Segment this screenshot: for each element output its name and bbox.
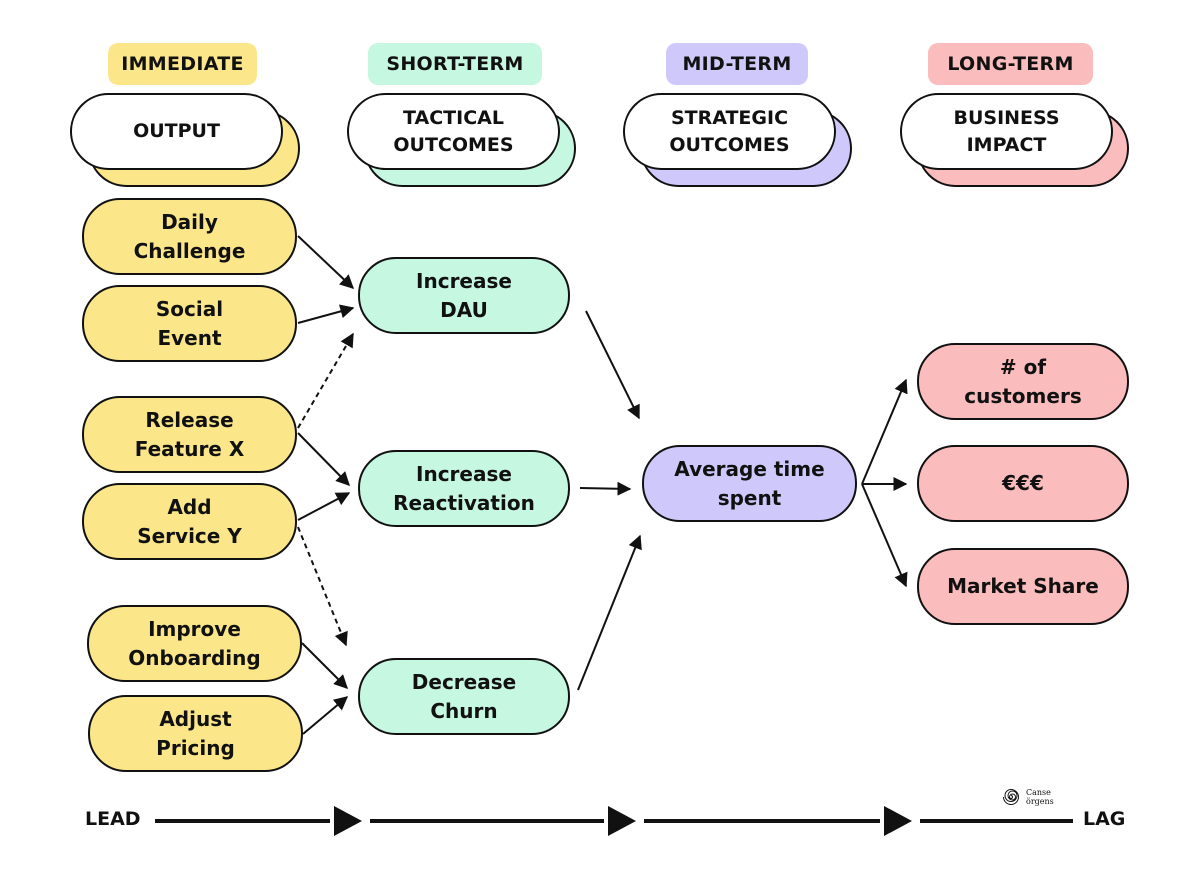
node-decrease-churn: Decrease Churn <box>358 658 570 735</box>
edge-churn-to-avg <box>577 534 642 691</box>
node-social-event: Social Event <box>82 285 297 362</box>
edge-service-to-reactivation <box>297 492 351 521</box>
edge-service-to-churn <box>297 526 348 647</box>
node-market-share: Market Share <box>917 548 1129 625</box>
edge-avg-to-market-share <box>861 483 908 588</box>
edge-avg-to-customers <box>861 378 908 485</box>
edge-daily-to-dau <box>297 235 355 289</box>
edge-dau-to-avg <box>585 310 640 420</box>
logo-text: Canse örgens <box>1026 788 1054 806</box>
header-impact: BUSINESS IMPACT <box>900 93 1113 170</box>
tag-short-term: SHORT-TERM <box>368 43 542 85</box>
node-revenue: €€€ <box>917 445 1129 522</box>
node-adjust-pricing: Adjust Pricing <box>88 695 303 772</box>
brand-logo: Canse örgens <box>1000 782 1080 812</box>
tag-long-term: LONG-TERM <box>928 43 1093 85</box>
timeline-end-label: LAG <box>1083 808 1126 830</box>
node-add-service-y: Add Service Y <box>82 483 297 560</box>
spiral-icon <box>1003 788 1019 805</box>
edge-social-to-dau <box>297 304 355 324</box>
edge-pricing-to-churn <box>302 696 349 735</box>
tag-mid-term: MID-TERM <box>666 43 808 85</box>
edge-release-to-dau <box>297 332 354 429</box>
node-number-of-customers: # of customers <box>917 343 1129 420</box>
node-daily-challenge: Daily Challenge <box>82 198 297 275</box>
header-output: OUTPUT <box>70 93 283 170</box>
header-strategic: STRATEGIC OUTCOMES <box>623 93 836 170</box>
timeline-start-label: LEAD <box>85 808 141 830</box>
edge-reactivation-to-avg <box>579 481 632 496</box>
node-improve-onboarding: Improve Onboarding <box>87 605 302 682</box>
node-increase-reactivation: Increase Reactivation <box>358 450 570 527</box>
edge-release-to-reactivation <box>297 432 350 486</box>
header-tactical: TACTICAL OUTCOMES <box>347 93 560 170</box>
tag-immediate: IMMEDIATE <box>108 43 257 85</box>
node-increase-dau: Increase DAU <box>358 257 570 334</box>
node-release-feature-x: Release Feature X <box>82 396 297 473</box>
node-average-time-spent: Average time spent <box>642 445 857 522</box>
edge-onboarding-to-churn <box>301 642 348 689</box>
